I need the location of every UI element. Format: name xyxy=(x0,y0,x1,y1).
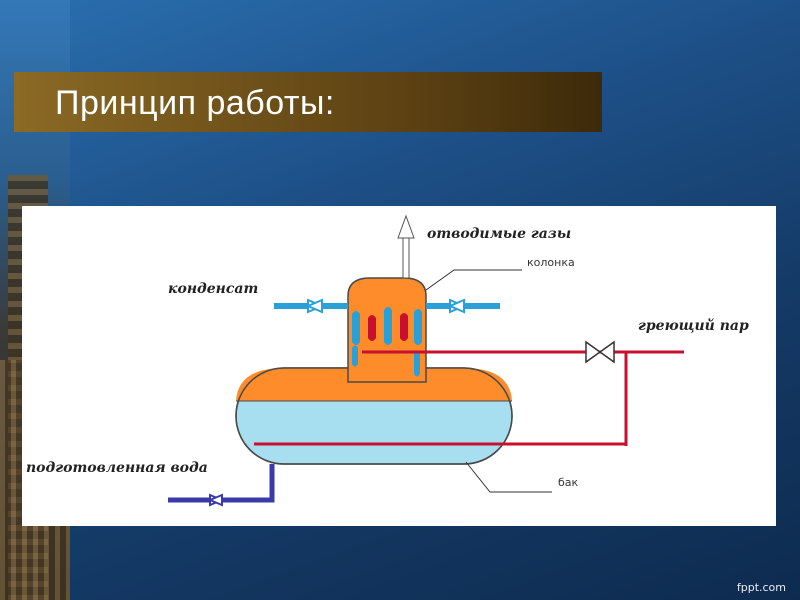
title-bar xyxy=(14,72,602,132)
label-treated-water: подготовленная вода xyxy=(26,460,208,476)
treated-water-pipe xyxy=(168,464,275,507)
column-leader-line xyxy=(425,269,522,291)
deaerator-diagram: отводимые газы колонка конденсат греющий… xyxy=(26,214,749,507)
tank-steam-space xyxy=(236,368,512,401)
label-condensate: конденсат xyxy=(168,281,258,297)
condensate-pipes xyxy=(274,298,500,314)
steam-valve xyxy=(585,340,615,364)
label-exhaust-gases: отводимые газы xyxy=(427,226,571,242)
label-tank: бак xyxy=(558,476,579,489)
label-heating-steam: греющий пар xyxy=(638,317,749,334)
watermark: fppt.com xyxy=(736,581,786,594)
diagram-panel: отводимые газы колонка конденсат греющий… xyxy=(22,206,776,526)
exhaust-arrow xyxy=(397,214,415,279)
tank-leader-line xyxy=(465,461,552,493)
slide-title: Принцип работы: xyxy=(55,84,335,122)
heating-steam-pipes xyxy=(254,340,684,446)
column-droplets xyxy=(352,307,422,377)
label-column: колонка xyxy=(527,256,575,269)
